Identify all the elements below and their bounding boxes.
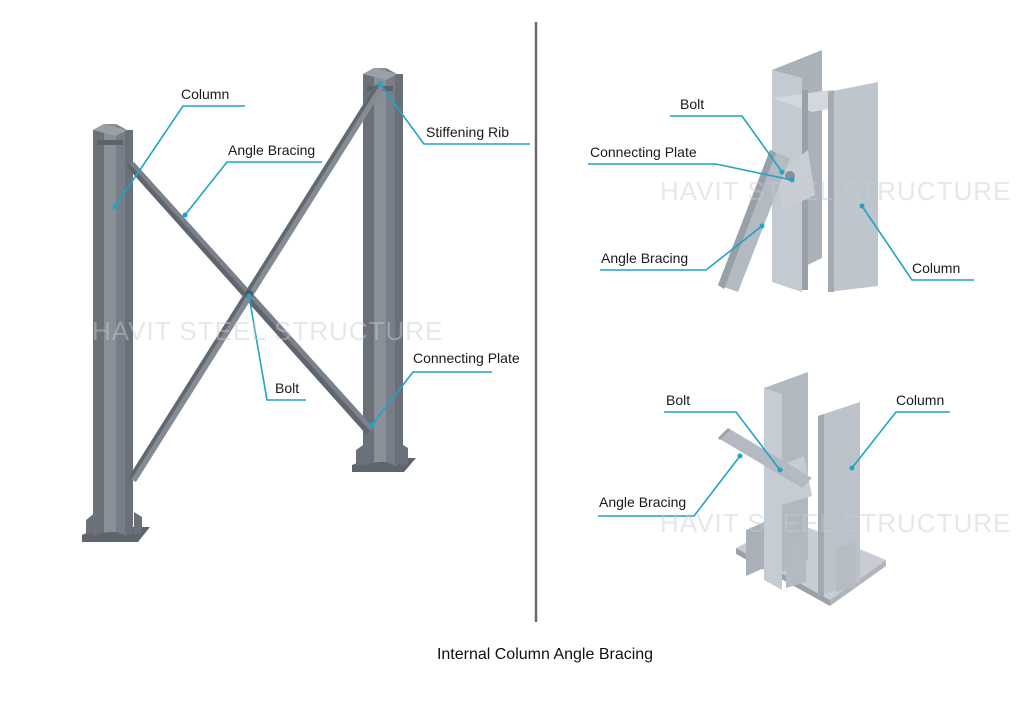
left-view-leader-dots	[112, 81, 383, 428]
label-bolt-left: Bolt	[275, 380, 300, 396]
top-right-leader-dots	[759, 169, 865, 229]
label-column-bottom-right: Column	[896, 392, 945, 408]
label-angle-bracing-top-right: Angle Bracing	[601, 250, 689, 266]
label-column-top-right: Column	[912, 260, 961, 276]
bottom-right-leader-dots	[737, 453, 855, 473]
bottom-right-leaders	[598, 411, 950, 517]
leader-bolt-left	[248, 295, 306, 401]
right-column	[363, 68, 403, 466]
leader-angle-bracing-bottom-right	[598, 455, 741, 517]
label-stiffening-rib: Stiffening Rib	[426, 124, 510, 140]
left-column	[93, 124, 133, 536]
watermark-left: HAVIT STEEL STRUCTURE	[92, 316, 444, 346]
leader-stiffening-rib	[379, 83, 530, 145]
leader-angle-bracing-left	[184, 161, 322, 216]
label-angle-bracing-left: Angle Bracing	[228, 142, 316, 158]
bottom-right-detail-illustration	[718, 372, 886, 606]
leader-angle-bracing-top-right	[600, 225, 763, 271]
leader-column-left	[114, 105, 245, 208]
left-view-leaders	[114, 83, 530, 426]
top-right-leaders	[588, 115, 974, 281]
x-angle-bracing	[126, 84, 384, 482]
label-connecting-plate-top-right: Connecting Plate	[590, 144, 697, 160]
leader-column-top-right	[861, 205, 974, 281]
label-connecting-plate-left: Connecting Plate	[413, 350, 520, 366]
top-right-detail-illustration	[718, 50, 878, 292]
watermark-top-right: HAVIT STEEL STRUCTURE	[660, 176, 1012, 206]
leader-connecting-plate-left	[371, 371, 492, 426]
left-frame-illustration	[82, 68, 416, 542]
label-bolt-top-right: Bolt	[680, 96, 705, 112]
leader-bolt-top-right	[670, 115, 783, 173]
label-angle-bracing-bottom-right: Angle Bracing	[599, 494, 687, 510]
label-column-left: Column	[181, 86, 230, 102]
figure-caption: Internal Column Angle Bracing	[436, 646, 654, 663]
leader-column-bottom-right	[851, 411, 950, 469]
label-bolt-bottom-right: Bolt	[666, 392, 691, 408]
leader-connecting-plate-top-right	[588, 163, 793, 181]
leader-bolt-bottom-right	[664, 411, 781, 471]
watermark-bottom-right: HAVIT STEEL STRUCTURE	[660, 508, 1012, 538]
